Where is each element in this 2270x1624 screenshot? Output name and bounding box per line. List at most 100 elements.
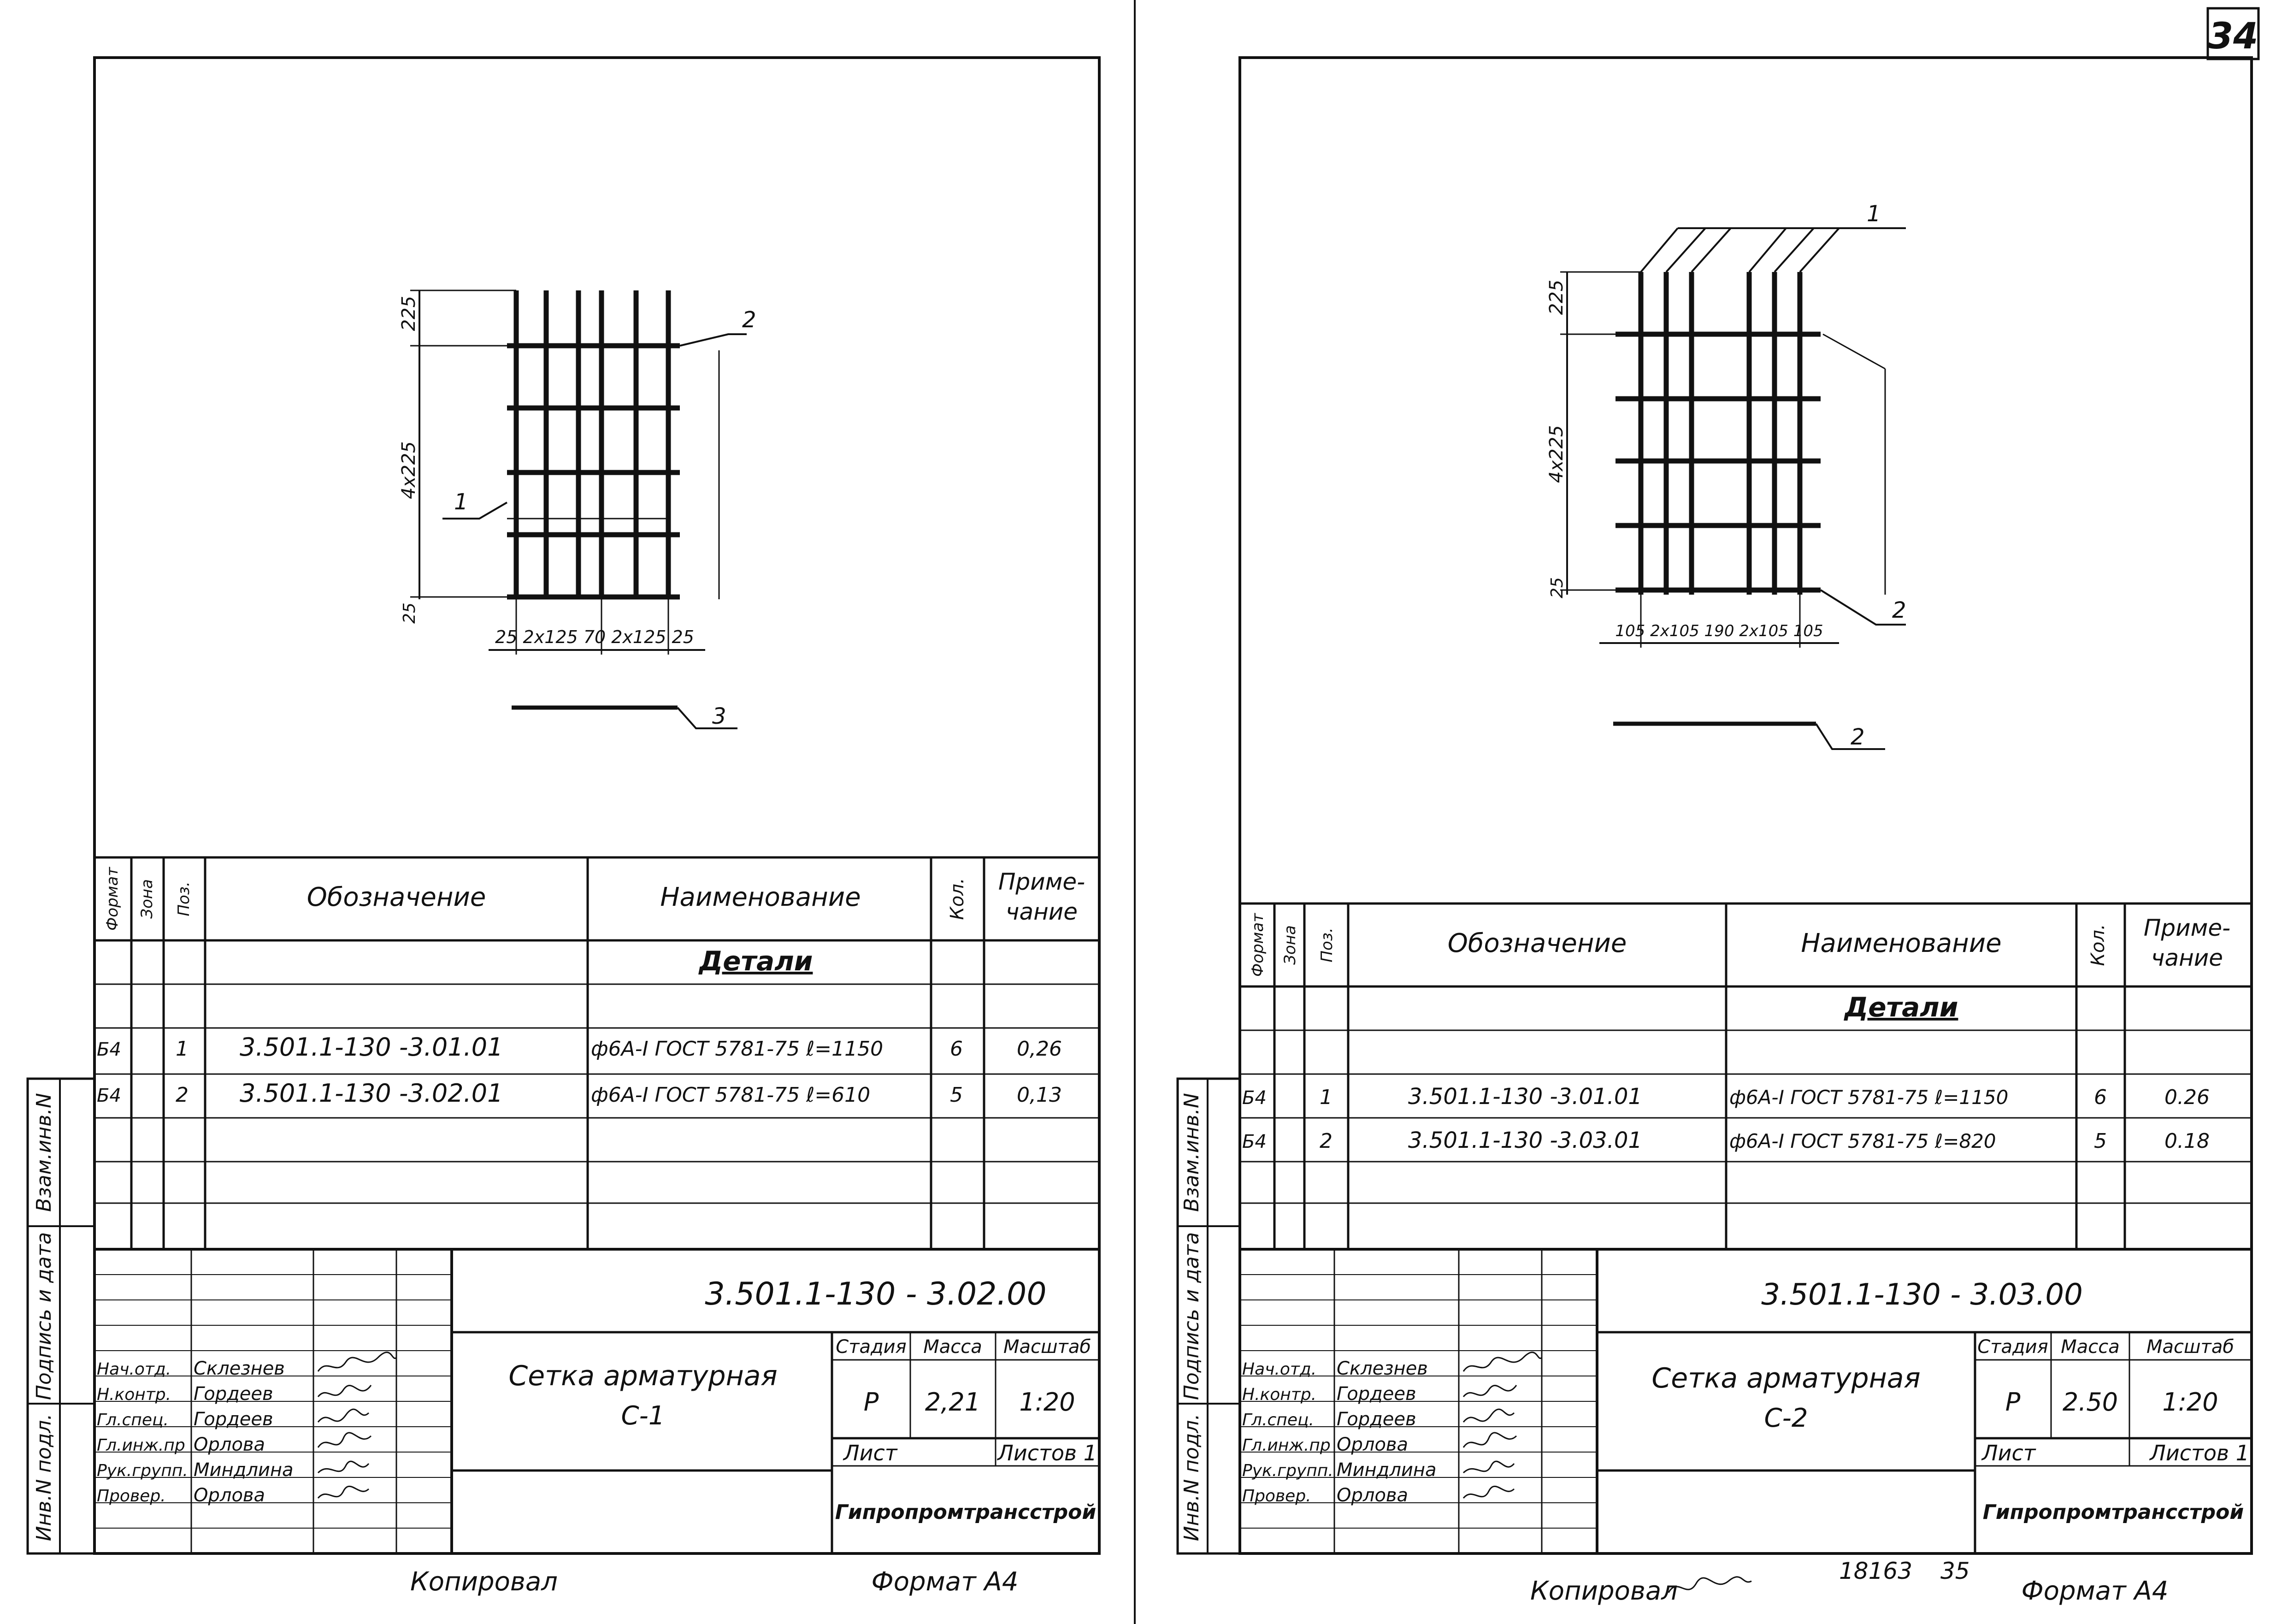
left-copied: Копировал <box>410 1567 558 1597</box>
footer-archive-number: 18163 <box>1839 1558 1912 1584</box>
left-col-note-2: чание <box>1006 898 1078 925</box>
right-scale-label: Масштаб <box>2146 1336 2234 1358</box>
left-row2-name: ф6А-I ГОСТ 5781-75 ℓ=610 <box>591 1083 870 1107</box>
left-scale-value: 1:20 <box>1019 1388 1075 1417</box>
left-title-line1: Сетка арматурная <box>508 1360 777 1392</box>
left-col-qty: Кол. <box>947 878 968 920</box>
left-dim-top: 225 <box>398 296 419 331</box>
right-col-pos: Поз. <box>1318 927 1336 962</box>
right-person-3: Гордеев <box>1337 1409 1416 1430</box>
right-spec-table <box>1240 902 2252 1249</box>
left-section-title: Детали <box>698 945 813 977</box>
left-col-designation: Обозначение <box>307 882 486 912</box>
left-signatures <box>317 1352 397 1499</box>
left-title-block <box>94 1248 1099 1553</box>
right-sheets-label: Листов 1 <box>2149 1441 2249 1465</box>
left-mass-value: 2,21 <box>925 1388 980 1417</box>
right-row2-note: 0.18 <box>2164 1129 2210 1153</box>
copier-signature <box>1668 1576 1752 1593</box>
left-org-name: Гипропромтрансстрой <box>835 1500 1096 1524</box>
left-sheet-label: Лист <box>843 1441 898 1465</box>
right-callout-2a: 2 <box>1892 597 1906 623</box>
right-row2-designation: 3.501.1-130 -3.03.01 <box>1408 1128 1642 1153</box>
right-row1-name: ф6А-I ГОСТ 5781-75 ℓ=1150 <box>1729 1086 2008 1109</box>
left-mesh-drawing <box>410 289 747 729</box>
right-dim-top: 225 <box>1546 280 1567 315</box>
left-row1-format: Б4 <box>97 1039 121 1060</box>
right-person-5: Миндлина <box>1337 1459 1437 1481</box>
right-row1-format: Б4 <box>1242 1087 1267 1109</box>
right-scale-value: 1:20 <box>2162 1388 2218 1417</box>
left-dim-bottom: 25 <box>400 602 419 624</box>
right-mesh-drawing <box>1560 227 1906 750</box>
left-row1-note: 0,26 <box>1017 1037 1062 1061</box>
left-scale-label: Масштаб <box>1003 1336 1091 1358</box>
right-col-note-2: чание <box>2151 945 2223 971</box>
right-format: Формат А4 <box>2022 1576 2169 1606</box>
right-side-inv: Инв.N подл. <box>1180 1414 1203 1541</box>
left-format: Формат А4 <box>872 1567 1019 1597</box>
left-row1-designation: 3.501.1-130 -3.01.01 <box>240 1033 503 1062</box>
right-sheet: Взам.инв.N Подпись и дата Инв.N подл. <box>1176 56 2253 1606</box>
left-side-podpis: Подпись и дата <box>32 1232 56 1400</box>
right-side-podpis: Подпись и дата <box>1180 1232 1203 1400</box>
right-callout-1: 1 <box>1867 201 1881 227</box>
right-person-1: Склезнев <box>1337 1358 1428 1379</box>
left-role-6: Провер. <box>97 1487 166 1506</box>
left-role-5: Рук.групп. <box>97 1461 188 1480</box>
right-dim-middle: 4x225 <box>1546 425 1567 483</box>
right-title-block <box>1240 1248 2252 1553</box>
right-col-note-1: Приме- <box>2144 915 2230 941</box>
right-role-6: Провер. <box>1242 1487 1311 1506</box>
right-role-2: Н.контр. <box>1242 1385 1316 1404</box>
right-person-4: Орлова <box>1337 1434 1408 1455</box>
left-col-zone: Зона <box>138 879 156 919</box>
footer-page-number: 35 <box>1940 1558 1970 1584</box>
left-title-line2: С-1 <box>621 1401 665 1431</box>
right-sheet-label: Лист <box>1981 1441 2036 1465</box>
right-col-designation: Обозначение <box>1448 928 1627 958</box>
right-row2-qty: 5 <box>2094 1129 2107 1153</box>
right-row2-format: Б4 <box>1242 1131 1267 1152</box>
left-side-inv: Инв.N подл. <box>32 1414 56 1541</box>
left-row2-note: 0,13 <box>1017 1083 1062 1107</box>
right-sheet-frame <box>1238 56 2253 1555</box>
right-col-name: Наименование <box>1801 928 2001 958</box>
left-side-vzam: Взам.инв.N <box>32 1093 56 1212</box>
left-spec-table <box>94 856 1099 1249</box>
left-person-4: Орлова <box>194 1434 265 1455</box>
left-col-name: Наименование <box>660 882 861 912</box>
right-person-6: Орлова <box>1337 1485 1408 1506</box>
left-sheet: Взам.инв.N Подпись и дата Инв.N подл. <box>26 56 1101 1597</box>
left-role-1: Нач.отд. <box>97 1360 171 1379</box>
left-row1-pos: 1 <box>176 1037 189 1061</box>
right-role-3: Гл.спец. <box>1242 1411 1314 1429</box>
right-row1-designation: 3.501.1-130 -3.01.01 <box>1408 1084 1642 1110</box>
sheet-number: 34 <box>2208 16 2258 57</box>
left-stage-label: Стадия <box>836 1336 906 1358</box>
left-col-note-1: Приме- <box>998 868 1085 895</box>
left-dim-middle: 4x225 <box>398 441 419 499</box>
right-dim-horizontal: 105 2x105 190 2x105 105 <box>1615 622 1823 640</box>
left-sheet-frame <box>93 56 1101 1555</box>
right-person-2: Гордеев <box>1337 1383 1416 1405</box>
left-person-5: Миндлина <box>194 1459 294 1481</box>
right-role-5: Рук.групп. <box>1242 1461 1333 1480</box>
left-row2-format: Б4 <box>97 1085 121 1106</box>
left-person-2: Гордеев <box>194 1383 273 1405</box>
left-row2-designation: 3.501.1-130 -3.02.01 <box>240 1079 503 1108</box>
right-title-line1: Сетка арматурная <box>1651 1362 1920 1394</box>
left-role-4: Гл.инж.пр <box>97 1436 185 1455</box>
left-role-2: Н.контр. <box>97 1385 171 1404</box>
right-col-zone: Зона <box>1281 925 1299 965</box>
right-role-1: Нач.отд. <box>1242 1360 1316 1379</box>
right-dim-bottom: 25 <box>1548 577 1567 598</box>
left-row1-qty: 6 <box>950 1037 963 1061</box>
left-col-pos: Поз. <box>175 881 193 916</box>
left-sheets-label: Листов 1 <box>996 1441 1097 1465</box>
left-doc-number: 3.501.1-130 - 3.02.00 <box>705 1276 1046 1312</box>
left-callout-1: 1 <box>454 489 468 515</box>
right-title-line2: С-2 <box>1764 1403 1808 1433</box>
